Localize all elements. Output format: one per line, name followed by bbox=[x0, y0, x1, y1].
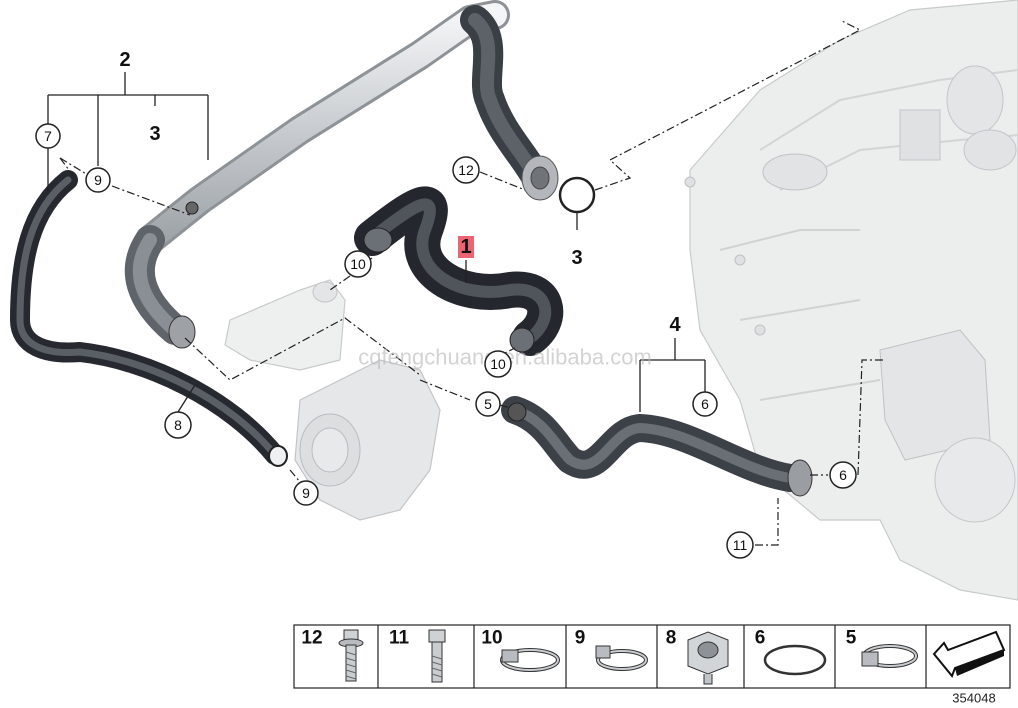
callout-9-bottom: 9 bbox=[293, 480, 319, 506]
svg-text:11: 11 bbox=[733, 537, 748, 553]
svg-text:10: 10 bbox=[481, 628, 502, 649]
legend-item-5: 5 bbox=[846, 628, 918, 668]
callout-4: 4 bbox=[669, 314, 681, 336]
callout-5: 5 bbox=[475, 391, 501, 417]
callout-3-left: 3 bbox=[149, 123, 160, 145]
svg-text:9: 9 bbox=[575, 628, 586, 649]
svg-text:12: 12 bbox=[458, 162, 474, 178]
arrow-icon bbox=[932, 630, 1006, 678]
hose-holder-icon bbox=[687, 631, 729, 685]
parts-legend: 12 11 10 bbox=[293, 624, 1011, 689]
legend-item-12: 12 bbox=[301, 628, 364, 682]
callout-10-bottom: 10 bbox=[484, 350, 512, 378]
callout-10-top: 10 bbox=[344, 250, 372, 278]
callout-2: 2 bbox=[119, 49, 130, 71]
callout-6-right: 6 bbox=[829, 461, 857, 489]
callout-1: 1 bbox=[460, 236, 471, 258]
callout-12: 12 bbox=[452, 156, 480, 184]
svg-text:11: 11 bbox=[389, 628, 410, 649]
coolant-hose-left bbox=[9, 170, 288, 467]
coolant-hose-part-4 bbox=[501, 396, 813, 497]
drawing-number: 354048 bbox=[952, 691, 995, 706]
hose-clamp-icon bbox=[861, 644, 918, 668]
spring-clamp-icon bbox=[595, 645, 648, 671]
svg-text:6: 6 bbox=[839, 467, 847, 483]
svg-text:9: 9 bbox=[94, 172, 102, 188]
svg-text:8: 8 bbox=[174, 417, 182, 433]
legend-item-6: 6 bbox=[755, 628, 827, 676]
svg-text:6: 6 bbox=[755, 628, 766, 649]
callout-9-top: 9 bbox=[85, 167, 111, 193]
svg-text:6: 6 bbox=[701, 396, 709, 412]
callout-11: 11 bbox=[726, 531, 754, 559]
bolt-icon bbox=[428, 629, 446, 683]
svg-text:9: 9 bbox=[302, 485, 310, 501]
svg-text:7: 7 bbox=[44, 128, 52, 144]
legend-item-8: 8 bbox=[666, 628, 729, 685]
svg-text:5: 5 bbox=[846, 628, 857, 649]
water-pump bbox=[294, 359, 441, 521]
thermostat-housing bbox=[224, 279, 346, 371]
engine-block bbox=[684, 0, 1018, 601]
o-ring bbox=[558, 176, 596, 214]
svg-text:12: 12 bbox=[301, 628, 322, 649]
callout-1-highlight bbox=[458, 236, 474, 258]
svg-text:10: 10 bbox=[350, 256, 366, 272]
coolant-pipe bbox=[124, 0, 559, 349]
o-ring-icon bbox=[763, 644, 827, 676]
callout-3-right: 3 bbox=[571, 247, 582, 269]
callout-8: 8 bbox=[164, 411, 192, 439]
flange-bolt-icon bbox=[338, 629, 364, 682]
coolant-hose-part-1 bbox=[354, 186, 564, 356]
callout-6-top: 6 bbox=[692, 391, 718, 417]
callout-7: 7 bbox=[35, 123, 61, 149]
legend-item-10: 10 bbox=[481, 628, 560, 672]
svg-text:5: 5 bbox=[484, 396, 492, 412]
leader-lines bbox=[47, 19, 885, 546]
worm-clamp-icon bbox=[500, 648, 560, 672]
legend-item-9: 9 bbox=[575, 628, 648, 671]
legend-item-11: 11 bbox=[389, 628, 446, 683]
svg-text:10: 10 bbox=[490, 356, 506, 372]
svg-text:8: 8 bbox=[666, 628, 677, 649]
